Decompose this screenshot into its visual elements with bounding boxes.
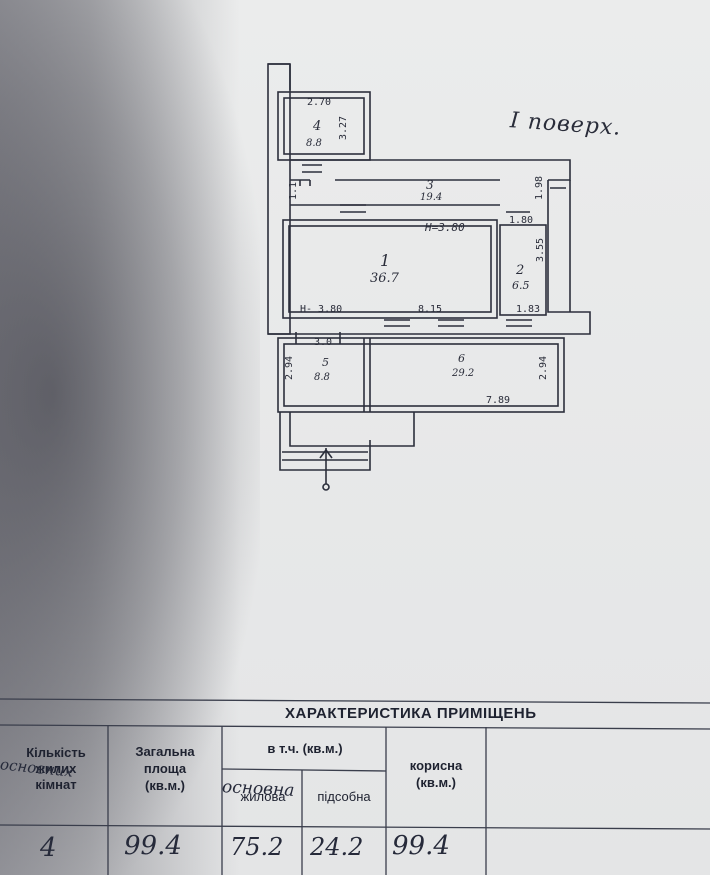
dim-room4-height: 3.27 xyxy=(338,116,349,140)
value-auxiliary: 24.2 xyxy=(310,833,364,861)
table-title: ХАРАКТЕРИСТИКА ПРИМІЩЕНЬ xyxy=(285,705,537,722)
dim-room1-bottom-right: 8.15 xyxy=(418,304,442,315)
windows-bottom xyxy=(384,319,532,327)
room-5-6-partition xyxy=(363,338,371,412)
header-auxiliary: підсобна xyxy=(317,789,371,804)
dim-room3-right: 1.98 xyxy=(534,176,545,200)
header-rooms-count-line1: Кількість xyxy=(26,745,86,760)
wall-top-left xyxy=(268,63,291,90)
porch-steps xyxy=(282,451,368,461)
door-mark xyxy=(299,180,311,186)
header-rooms-count-line2: жилих xyxy=(35,761,77,776)
wall-left xyxy=(267,63,291,335)
tick-marks xyxy=(295,187,566,344)
room-6-area: 29.2 xyxy=(451,368,474,379)
room-6-number: 6 xyxy=(458,352,465,365)
header-rooms-count-line3: кімнат xyxy=(35,777,77,792)
value-rooms-count: 4 xyxy=(40,833,57,863)
entrance-dot xyxy=(322,483,330,491)
dim-room5-side: 2.94 xyxy=(284,356,295,380)
header-useful-line2: (кв.м.) xyxy=(416,775,456,790)
room-1-number: 1 xyxy=(380,251,390,270)
dim-room2-top: 1.80 xyxy=(509,215,533,226)
room-4-inner xyxy=(283,97,365,155)
header-total-area-line1: Загальна xyxy=(135,744,195,759)
room-5-number: 5 xyxy=(322,356,329,369)
wall-right-bottom xyxy=(268,180,591,335)
dim-room4-width: 2.70 xyxy=(307,97,331,108)
room-2-area: 6.5 xyxy=(512,279,530,292)
room-1-outline xyxy=(282,219,498,319)
dim-room3-side: 1.1 xyxy=(288,182,299,200)
header-total-area-line3: (кв.м.) xyxy=(145,778,185,793)
room-3-top-wall xyxy=(290,159,571,181)
header-main: жилова xyxy=(240,789,286,804)
value-useful: 99.4 xyxy=(392,831,450,861)
rooms-5-6-inner xyxy=(283,343,559,407)
rooms-5-6-outline xyxy=(277,337,565,413)
dim-room2-side: 3.55 xyxy=(535,238,546,262)
characteristics-table: ХАРАКТЕРИСТИКА ПРИМІЩЕНЬ Кількість жилих… xyxy=(0,697,710,875)
header-including: в т.ч. (кв.м.) xyxy=(267,741,343,756)
header-total-area-line2: площа xyxy=(143,761,187,776)
table-header-line xyxy=(0,824,710,830)
room-4-number: 4 xyxy=(312,119,321,134)
dim-room6-bottom: 7.89 xyxy=(486,395,510,406)
table-top-line xyxy=(0,698,710,704)
room-3-number: 3 xyxy=(426,178,434,192)
room-5-area: 8.8 xyxy=(314,372,330,383)
subheader-line xyxy=(221,768,387,772)
door-room1 xyxy=(340,204,366,213)
room-2-outline xyxy=(499,224,547,316)
room-2-number: 2 xyxy=(515,263,524,278)
header-total-area: Загальна площа (кв.м.) xyxy=(112,743,218,794)
room-1-inner xyxy=(288,225,492,313)
value-main: 75.2 xyxy=(230,833,284,861)
entrance-arrowhead xyxy=(319,448,333,459)
room-3-area: 19.4 xyxy=(420,192,442,203)
table-grid xyxy=(0,698,710,875)
dim-room1-bottom-left: H- 3.80 xyxy=(300,304,342,315)
header-rooms-count: Кількість жилих кімнат xyxy=(8,745,104,793)
porch-outline xyxy=(279,412,415,471)
dim-corridor: 3.0 xyxy=(314,337,332,348)
door-room4 xyxy=(302,164,322,173)
room-1-area: 36.7 xyxy=(370,271,400,286)
room-4-area: 8.8 xyxy=(306,138,322,149)
value-total-area: 99.4 xyxy=(124,831,182,861)
header-useful: корисна (кв.м.) xyxy=(390,757,482,791)
hand-shadow xyxy=(0,0,260,875)
table-title-line xyxy=(0,724,710,730)
dim-room1-height: H=3.80 xyxy=(424,221,465,234)
dim-room6-side: 2.94 xyxy=(538,356,549,380)
dim-room2-bottom: 1.83 xyxy=(516,304,540,315)
header-useful-line1: корисна xyxy=(409,758,463,773)
main-handwritten: основна xyxy=(221,777,295,801)
